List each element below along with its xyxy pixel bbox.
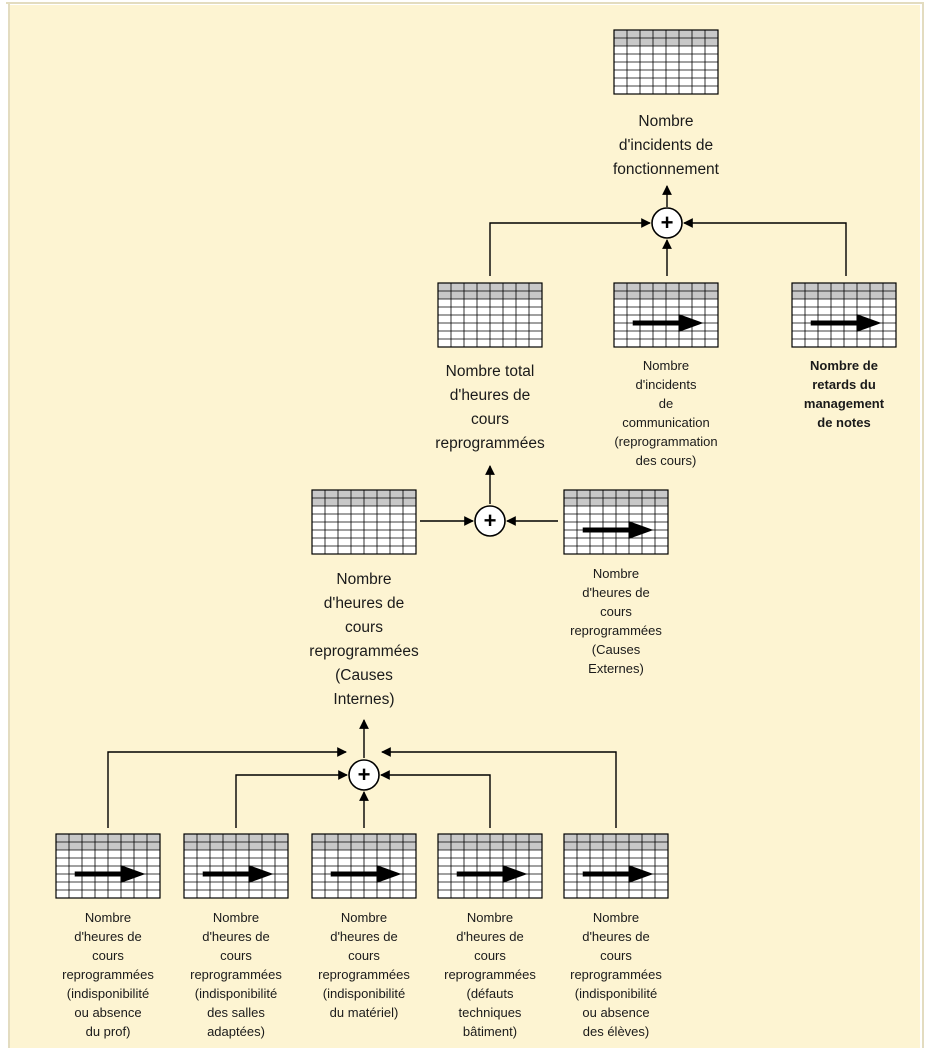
node-label-prof: Nombre d'heures de cours reprogrammées (… [62,910,154,1039]
sum-operator-sum_mid: + [474,505,506,537]
plus-symbol: + [661,210,674,235]
node-label-internes: Nombre d'heures de cours reprogrammées (… [309,571,419,708]
data-grid-icon [613,282,719,348]
data-grid-icon [437,833,543,899]
paper-edge-right [922,2,924,1048]
plus-symbol: + [484,508,497,533]
arrow-icon [202,865,274,883]
node-label-externes: Nombre d'heures de cours reprogrammées (… [570,566,662,676]
link-eleves-to-sum-bottom [381,747,617,828]
node-label-comm: Nombre d'incidents de communication (rep… [614,358,718,468]
arrow-icon [582,865,654,883]
data-grid-icon [563,833,669,899]
data-grid-icon [55,833,161,899]
link-prof-to-sum-bottom [107,747,347,828]
node-label-top: Nombre d'incidents de fonctionnement [613,113,719,178]
arrow-icon [330,865,402,883]
plus-symbol: + [358,762,371,787]
arrow-icon [632,314,704,332]
data-grid-icon [183,833,289,899]
data-grid-icon [437,282,543,348]
link-retards-to-sum-top [683,218,847,276]
data-grid-icon [563,489,669,555]
data-grid-icon [613,29,719,95]
arrow-icon [810,314,882,332]
arrow-icon [74,865,146,883]
node-label-total: Nombre total d'heures de cours reprogram… [435,363,545,452]
link-total-to-sum-top [489,218,651,276]
arrow-icon [456,865,528,883]
link-batiment-to-sum-bottom [380,770,491,828]
node-label-materiel: Nombre d'heures de cours reprogrammées (… [318,910,410,1020]
node-label-retards: Nombre de retards du management de notes [803,358,885,430]
paper-edge-top [6,2,924,4]
data-grid-icon [791,282,897,348]
data-grid-icon [311,833,417,899]
link-salles-to-sum-bottom [235,770,348,828]
paper-edge-left [8,2,10,1048]
sum-operator-sum_top: + [651,207,683,239]
node-label-eleves: Nombre d'heures de cours reprogrammées (… [570,910,662,1039]
node-label-salles: Nombre d'heures de cours reprogrammées (… [190,910,282,1039]
arrow-icon [582,521,654,539]
sum-operator-sum_bottom: + [348,759,380,791]
data-grid-icon [311,489,417,555]
node-label-batiment: Nombre d'heures de cours reprogrammées (… [444,910,536,1039]
